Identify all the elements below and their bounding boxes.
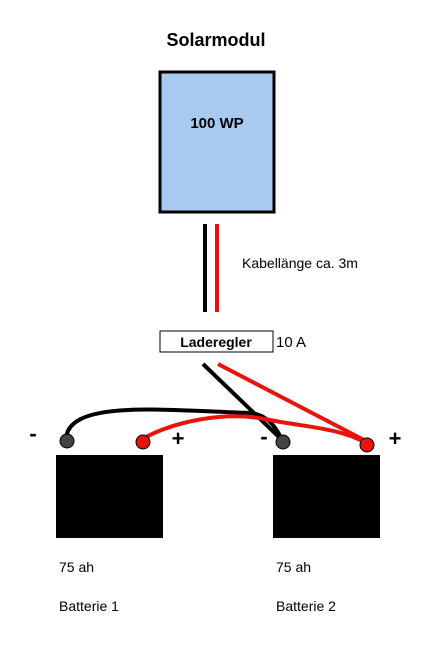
battery-1-positive-sign: + (172, 426, 185, 451)
battery-2-positive-sign: + (389, 426, 402, 451)
battery-2-positive-terminal (359, 437, 375, 453)
charge-controller-label: Laderegler (180, 334, 252, 350)
diagram-title: Solarmodul (166, 30, 265, 50)
battery-1-positive-terminal (135, 434, 151, 450)
battery-2-body (273, 455, 380, 538)
controller-wire-negative (201, 362, 282, 440)
battery-1-negative-sign: - (29, 421, 36, 446)
battery-2-capacity: 75 ah (276, 559, 311, 575)
charge-controller: Laderegler 10 A (159, 330, 306, 353)
solar-panel-body (158, 70, 276, 214)
battery-1: - + 75 ah Batterie 1 (29, 421, 184, 614)
battery-2-negative-terminal (275, 434, 291, 450)
battery-2: - + 75 ah Batterie 2 (260, 424, 401, 614)
battery-1-body (56, 455, 163, 538)
battery-1-negative-terminal (59, 433, 75, 449)
charge-controller-current: 10 A (276, 334, 306, 351)
controller-wire-positive (217, 362, 365, 442)
solar-panel: 100 WP (158, 70, 276, 214)
battery-1-capacity: 75 ah (59, 559, 94, 575)
battery-1-name: Batterie 1 (59, 598, 119, 614)
bridge-wire-positive (145, 414, 367, 445)
charge-controller-box (159, 330, 274, 353)
solar-panel-label: 100 WP (190, 115, 243, 132)
panel-cable (203, 224, 219, 312)
battery-2-negative-sign: - (260, 424, 267, 449)
battery-2-name: Batterie 2 (276, 598, 336, 614)
cable-length-label: Kabellänge ca. 3m (242, 255, 358, 271)
bridge-wire-negative (64, 407, 283, 439)
